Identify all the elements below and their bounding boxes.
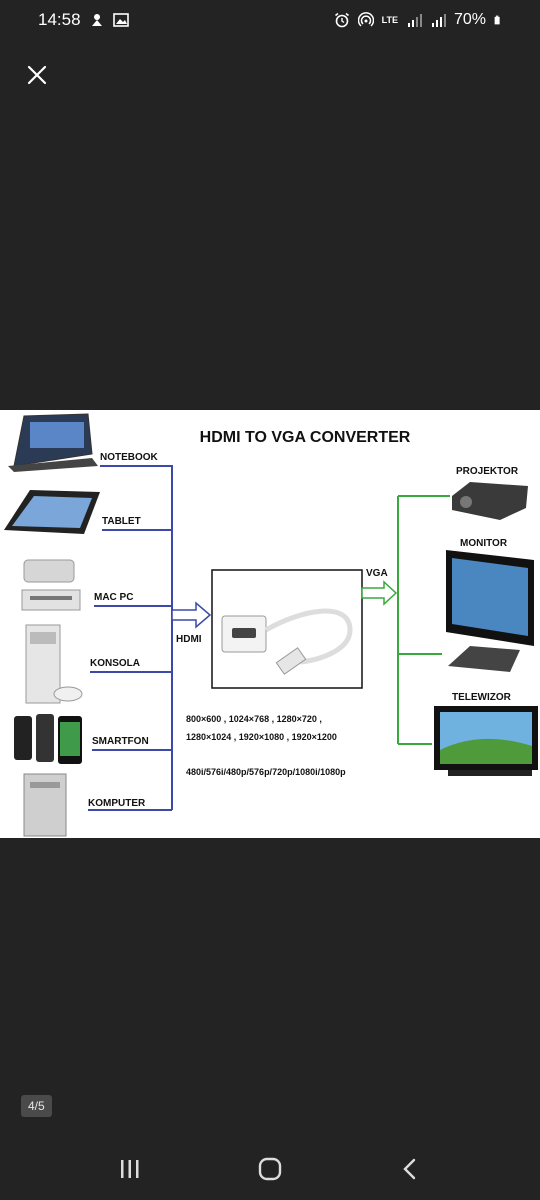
battery-percent: 70% xyxy=(453,11,486,28)
monitor-image xyxy=(446,550,534,672)
hdmi-arrow xyxy=(171,601,212,629)
home-icon xyxy=(258,1157,282,1181)
television-image xyxy=(434,706,538,776)
vga-label: VGA xyxy=(366,568,388,579)
home-button[interactable] xyxy=(250,1149,290,1189)
battery-icon xyxy=(494,15,500,25)
signal-icon-2 xyxy=(431,14,446,27)
status-right: LTE 70% xyxy=(334,11,504,29)
source-label-konsola: KONSOLA xyxy=(90,658,140,669)
source-label-smartfon: SMARTFON xyxy=(92,736,149,747)
page-counter: 4/5 xyxy=(21,1095,52,1117)
tablet-image xyxy=(4,490,100,534)
projector-image xyxy=(452,482,528,520)
computer-image xyxy=(23,773,67,837)
status-bar: 14:58 LTE 70% xyxy=(0,0,540,40)
mac-pc-image xyxy=(21,559,81,611)
viewer-image[interactable]: HDMI TO VGA CONVERTER xyxy=(0,410,540,838)
smartphone-image xyxy=(14,714,82,764)
status-left: 14:58 xyxy=(38,10,129,30)
source-label-mac-pc: MAC PC xyxy=(94,592,133,603)
notebook-image xyxy=(8,413,98,472)
formats-line: 480i/576i/480p/576p/720p/1080i/1080p xyxy=(186,767,346,777)
lte-icon: LTE xyxy=(381,15,398,25)
signal-icon xyxy=(407,14,422,27)
output-wiring xyxy=(397,495,450,745)
hdmi-vga-diagram: HDMI TO VGA CONVERTER xyxy=(4,413,538,837)
hdmi-label: HDMI xyxy=(176,634,202,645)
vga-arrow xyxy=(361,580,398,606)
resolutions-line-2: 1280×1024 , 1920×1080 , 1920×1200 xyxy=(186,732,337,742)
source-label-komputer: KOMPUTER xyxy=(88,798,146,809)
back-button[interactable] xyxy=(390,1149,430,1189)
recent-apps-icon xyxy=(121,1160,139,1178)
nav-bar xyxy=(0,1138,540,1200)
diagram-title: HDMI TO VGA CONVERTER xyxy=(200,429,411,446)
back-icon xyxy=(403,1158,416,1180)
output-label-monitor: MONITOR xyxy=(460,538,508,549)
status-time: 14:58 xyxy=(38,10,81,29)
converter-image xyxy=(221,608,353,675)
gallery-icon xyxy=(112,13,129,27)
output-label-projektor: PROJEKTOR xyxy=(456,466,519,477)
source-wiring xyxy=(88,465,173,811)
hotspot-icon xyxy=(357,12,374,27)
close-icon xyxy=(27,65,47,85)
output-label-telewizor: TELEWIZOR xyxy=(452,692,512,703)
recent-apps-button[interactable] xyxy=(110,1149,150,1189)
silent-mode-icon xyxy=(91,14,102,26)
source-label-notebook: NOTEBOOK xyxy=(100,452,159,463)
console-image xyxy=(25,624,83,704)
alarm-icon xyxy=(334,12,349,28)
resolutions-line-1: 800×600 , 1024×768 , 1280×720 , xyxy=(186,714,322,724)
source-label-tablet: TABLET xyxy=(102,516,141,527)
close-button[interactable] xyxy=(24,62,50,88)
